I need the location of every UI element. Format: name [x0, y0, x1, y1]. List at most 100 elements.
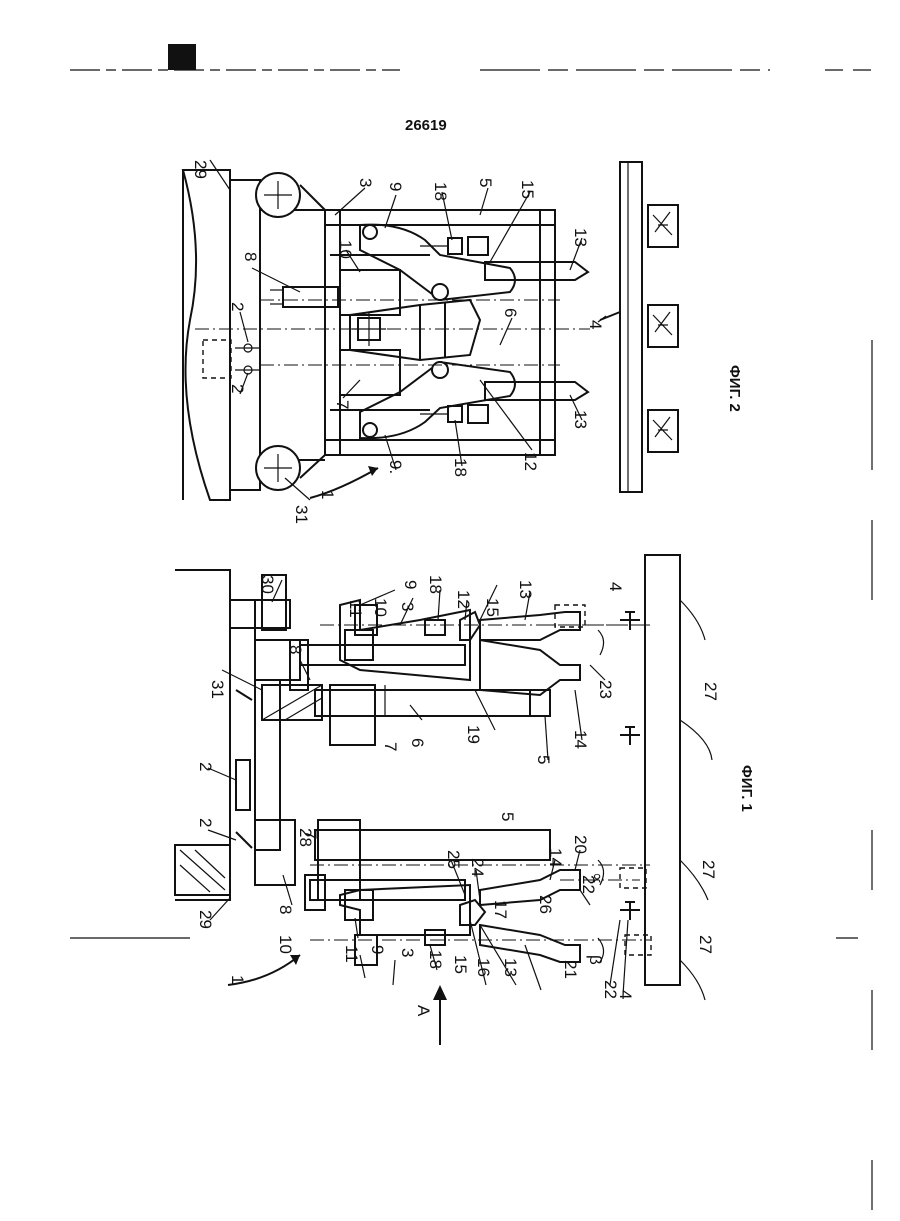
svg-text:5: 5 [534, 755, 553, 764]
svg-text:30: 30 [258, 575, 277, 594]
svg-text:7: 7 [381, 742, 400, 751]
svg-text:15: 15 [483, 598, 502, 617]
svg-text:20: 20 [571, 835, 590, 854]
svg-text:2: 2 [196, 762, 215, 771]
track-bed [645, 555, 680, 985]
svg-text:3: 3 [398, 602, 417, 611]
svg-text:10: 10 [336, 240, 355, 259]
frame-29-fig2 [183, 170, 230, 500]
fig2-caption: ФИГ. 2 [726, 365, 743, 412]
direction-A-label: A [414, 1005, 433, 1017]
svg-text:16: 16 [474, 958, 493, 977]
svg-text:11: 11 [342, 945, 361, 963]
svg-text:9.: 9. [386, 460, 405, 474]
tine-14-right [480, 640, 580, 695]
svg-text:8: 8 [286, 645, 305, 654]
scan-edge-artifacts [70, 44, 880, 1210]
ghost-tine-a [620, 868, 646, 888]
rod-8-right [300, 645, 465, 665]
svg-text:13: 13 [571, 410, 590, 429]
svg-text:25: 25 [444, 850, 463, 869]
svg-text:9: 9 [401, 580, 420, 589]
svg-text:31: 31 [292, 505, 311, 524]
svg-text:14: 14 [546, 848, 565, 867]
svg-text:9: 9 [386, 182, 405, 191]
rail-4-fig2 [620, 162, 642, 492]
svg-text:18: 18 [431, 182, 450, 201]
svg-text:15: 15 [518, 180, 537, 199]
svg-text:5: 5 [498, 812, 517, 821]
svg-text:2: 2 [228, 302, 247, 311]
beam [255, 680, 280, 850]
svg-text:11: 11 [346, 600, 365, 618]
svg-text:8: 8 [276, 905, 295, 914]
svg-text:13: 13 [501, 958, 520, 977]
svg-text:3: 3 [356, 178, 375, 187]
svg-text:13: 13 [571, 228, 590, 247]
block-28 [255, 820, 295, 885]
svg-text:13: 13 [516, 580, 535, 599]
svg-text:29: 29 [191, 160, 210, 179]
actuator-18-top [448, 238, 462, 254]
svg-text:2: 2 [228, 384, 247, 393]
svg-text:5: 5 [476, 178, 495, 187]
svg-text:21: 21 [561, 960, 580, 979]
actuator-18-bottom [448, 406, 462, 422]
svg-text:12: 12 [521, 452, 540, 471]
sensor-box [203, 340, 231, 378]
figure-2: 29 3 5 9 18 15 13 8 10 2 2 7 6 13 12 18 … [183, 160, 743, 524]
svg-text:2: 2 [196, 818, 215, 827]
svg-text:7: 7 [301, 830, 320, 839]
pivot-bottom [363, 423, 377, 437]
svg-text:18: 18 [426, 575, 445, 594]
angle-beta-label: β [586, 955, 605, 965]
figure-1: 29 2 2 28 8 31 30 8 7 7 6 5 5 11 10 3 9 … [175, 555, 755, 1045]
svg-text:1: 1 [228, 975, 247, 984]
actuator-2-fig1 [236, 760, 250, 810]
svg-text:31: 31 [208, 680, 227, 699]
svg-text:8: 8 [241, 252, 260, 261]
pivot-top [363, 225, 377, 239]
rod-8-fig2 [283, 287, 338, 307]
svg-text:7: 7 [333, 400, 352, 409]
svg-text:27: 27 [701, 682, 720, 701]
svg-text:18: 18 [451, 458, 470, 477]
angle-alpha-label: ∝ [588, 872, 607, 884]
svg-text:10: 10 [276, 935, 295, 954]
svg-text:29: 29 [196, 910, 215, 929]
column-5-left [315, 830, 550, 860]
rail-head-1 [620, 612, 640, 630]
svg-text:10: 10 [371, 598, 390, 617]
svg-text:17: 17 [491, 900, 510, 919]
svg-text:18: 18 [426, 950, 445, 969]
ghost-tine-b [625, 935, 651, 955]
svg-text:3: 3 [398, 948, 417, 957]
svg-text:4: 4 [586, 320, 605, 329]
svg-text:23: 23 [596, 680, 615, 699]
svg-text:6: 6 [501, 308, 520, 317]
tine-13-left [480, 925, 580, 962]
svg-text:12: 12 [454, 590, 473, 609]
svg-text:24: 24 [468, 858, 487, 877]
svg-text:4: 4 [606, 582, 625, 591]
svg-text:4: 4 [616, 990, 635, 999]
rail-head-3 [620, 902, 640, 920]
svg-text:27: 27 [696, 935, 715, 954]
svg-text:26: 26 [536, 895, 555, 914]
svg-text:19: 19 [464, 725, 483, 744]
svg-text:6: 6 [408, 738, 427, 747]
frame-29-fig1 [175, 570, 230, 900]
svg-text:15: 15 [451, 955, 470, 974]
document-number: 26619 [405, 117, 447, 134]
scan-blot [168, 44, 196, 70]
rail-head-2 [620, 727, 640, 745]
rod-8-left [310, 880, 465, 900]
frame-plate [230, 180, 260, 490]
svg-text:27: 27 [699, 860, 718, 879]
svg-text:1: 1 [318, 490, 337, 499]
fig1-caption: ФИГ. 1 [738, 765, 755, 812]
svg-text:14: 14 [571, 730, 590, 749]
svg-text:9: 9 [368, 945, 387, 954]
column-6 [315, 690, 550, 716]
